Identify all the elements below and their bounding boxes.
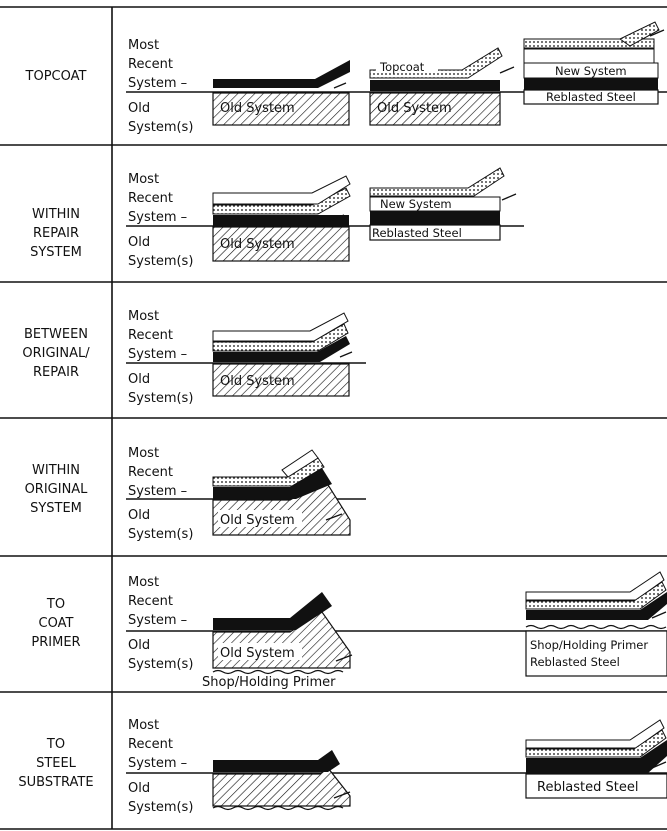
side-labels: Most Recent System – Old System(s) xyxy=(128,446,193,542)
svg-text:COAT: COAT xyxy=(39,616,74,631)
sample-topcoat: Old System Topcoat xyxy=(369,47,515,126)
sample-old-system: Old System Shop/Holding Primer xyxy=(202,592,353,690)
svg-text:Recent: Recent xyxy=(128,465,173,480)
side-labels: Most Recent System – Old System(s) xyxy=(128,718,193,815)
svg-text:Most: Most xyxy=(128,446,159,461)
svg-text:WITHIN: WITHIN xyxy=(32,207,80,222)
svg-text:System –: System – xyxy=(128,484,187,499)
svg-text:Recent: Recent xyxy=(128,191,173,206)
row-within-repair-system: WITHIN REPAIR SYSTEM Most Recent System … xyxy=(30,167,524,269)
svg-text:System –: System – xyxy=(128,210,187,225)
svg-text:ORIGINAL: ORIGINAL xyxy=(25,482,89,497)
row-topcoat: TOPCOAT Most Recent System – Old System(… xyxy=(25,21,667,135)
svg-text:Recent: Recent xyxy=(128,328,173,343)
sample-new-system: New System Reblasted Steel xyxy=(369,167,517,241)
svg-text:Old: Old xyxy=(128,372,150,387)
side-labels: Most Recent System – Old System(s) xyxy=(128,172,193,269)
svg-text:Shop/Holding Primer: Shop/Holding Primer xyxy=(202,675,336,690)
svg-text:System(s): System(s) xyxy=(128,527,193,542)
svg-text:SYSTEM: SYSTEM xyxy=(30,245,82,260)
row-label: TOPCOAT xyxy=(25,69,87,84)
table-grid xyxy=(0,6,667,830)
svg-text:Old System: Old System xyxy=(220,374,295,389)
side-labels: Most Recent System – Old System(s) xyxy=(128,38,193,135)
svg-text:System –: System – xyxy=(128,347,187,362)
sample-steel xyxy=(212,750,351,811)
svg-text:Reblasted Steel: Reblasted Steel xyxy=(546,90,636,104)
svg-text:Reblasted Steel: Reblasted Steel xyxy=(530,655,620,669)
svg-text:Old: Old xyxy=(128,781,150,796)
svg-text:REPAIR: REPAIR xyxy=(33,226,79,241)
svg-text:BETWEEN: BETWEEN xyxy=(24,327,88,342)
svg-text:System –: System – xyxy=(128,613,187,628)
svg-text:Old: Old xyxy=(128,101,150,116)
svg-text:System(s): System(s) xyxy=(128,657,193,672)
svg-text:REPAIR: REPAIR xyxy=(33,365,79,380)
svg-text:Old: Old xyxy=(128,638,150,653)
sample-new-system: New System Reblasted Steel xyxy=(523,21,665,105)
svg-text:Reblasted Steel: Reblasted Steel xyxy=(537,780,639,795)
svg-text:System –: System – xyxy=(128,756,187,771)
sample-reblasted-steel: Reblasted Steel xyxy=(525,719,667,799)
row-between-original-repair: BETWEEN ORIGINAL/ REPAIR Most Recent Sys… xyxy=(22,309,366,406)
row-within-original-system: WITHIN ORIGINAL SYSTEM Most Recent Syste… xyxy=(25,446,366,542)
svg-text:Shop/Holding Primer: Shop/Holding Primer xyxy=(530,638,648,652)
sample-old-system: Old System xyxy=(212,175,351,262)
svg-text:Old: Old xyxy=(128,235,150,250)
svg-text:WITHIN: WITHIN xyxy=(32,463,80,478)
svg-text:Old System: Old System xyxy=(220,513,295,528)
svg-text:Old System: Old System xyxy=(220,101,295,116)
svg-text:Most: Most xyxy=(128,38,159,53)
svg-text:STEEL: STEEL xyxy=(36,756,77,771)
svg-text:Most: Most xyxy=(128,172,159,187)
svg-text:Old: Old xyxy=(128,508,150,523)
svg-text:SUBSTRATE: SUBSTRATE xyxy=(18,775,93,790)
sample-reblasted-steel: Shop/Holding Primer Reblasted Steel xyxy=(525,571,667,677)
svg-text:Most: Most xyxy=(128,718,159,733)
side-labels: Most Recent System – Old System(s) xyxy=(128,309,193,406)
svg-text:PRIMER: PRIMER xyxy=(31,635,80,650)
svg-text:Recent: Recent xyxy=(128,57,173,72)
sample-old-system: Old System xyxy=(212,449,351,536)
svg-text:Old System: Old System xyxy=(377,101,452,116)
svg-text:Most: Most xyxy=(128,575,159,590)
svg-text:New System: New System xyxy=(555,64,627,78)
side-labels: Most Recent System – Old System(s) xyxy=(128,575,193,672)
row-to-coat-primer: TO COAT PRIMER Most Recent System – Old … xyxy=(31,571,667,690)
svg-text:System(s): System(s) xyxy=(128,120,193,135)
svg-text:System(s): System(s) xyxy=(128,254,193,269)
svg-text:Recent: Recent xyxy=(128,737,173,752)
svg-text:Most: Most xyxy=(128,309,159,324)
svg-text:TO: TO xyxy=(46,737,65,752)
svg-text:Reblasted Steel: Reblasted Steel xyxy=(372,226,462,240)
svg-text:TO: TO xyxy=(46,597,65,612)
svg-text:SYSTEM: SYSTEM xyxy=(30,501,82,516)
svg-text:System(s): System(s) xyxy=(128,391,193,406)
svg-text:Old System: Old System xyxy=(220,237,295,252)
row-to-steel-substrate: TO STEEL SUBSTRATE Most Recent System – … xyxy=(18,718,667,815)
svg-text:New System: New System xyxy=(380,197,452,211)
svg-text:ORIGINAL/: ORIGINAL/ xyxy=(22,346,90,361)
svg-text:Recent: Recent xyxy=(128,594,173,609)
svg-text:System –: System – xyxy=(128,76,187,91)
svg-text:System(s): System(s) xyxy=(128,800,193,815)
svg-text:Topcoat: Topcoat xyxy=(379,60,425,74)
sample-old-system: Old System xyxy=(212,60,350,126)
svg-text:Old System: Old System xyxy=(220,646,295,661)
sample-old-system: Old System xyxy=(212,312,353,397)
